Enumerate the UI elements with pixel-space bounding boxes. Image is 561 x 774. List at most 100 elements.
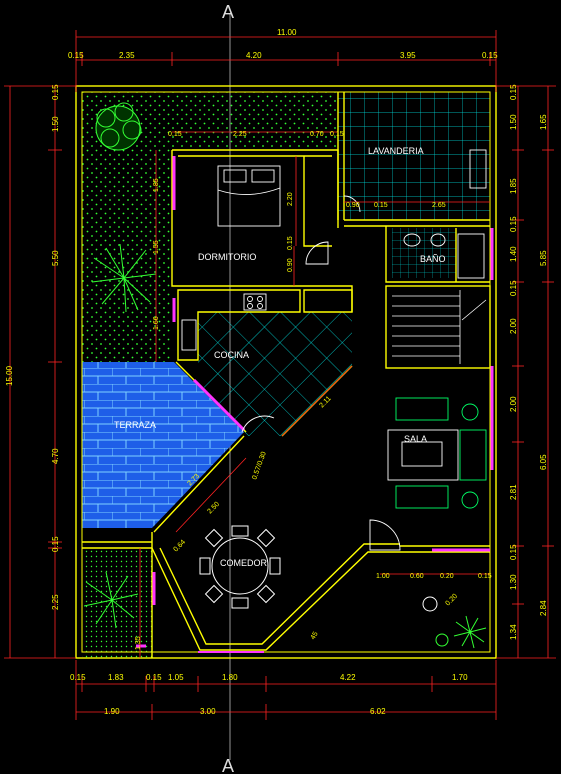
- idim-090: 0.90: [346, 202, 360, 209]
- idim-070: 0.70: [310, 131, 324, 138]
- stair: [392, 290, 487, 364]
- idim-vert-a: 1.85: [153, 178, 160, 192]
- top-dim-3: 3.95: [400, 51, 416, 60]
- bottom-dim2-2: 6.02: [370, 707, 386, 716]
- left-dim-4: 0.15: [51, 536, 60, 552]
- idim-015a: 0.15: [168, 131, 182, 138]
- idim-015b: 0.15: [330, 131, 344, 138]
- idim-vert-b: 1.55: [153, 240, 160, 254]
- lavanderia-grid: [338, 92, 490, 220]
- idim-220: 2.20: [287, 192, 294, 206]
- entry-column: [422, 596, 438, 612]
- palm-plant-icon: [91, 243, 157, 313]
- top-dim-1: 2.35: [119, 51, 135, 60]
- idim-100: 1.00: [376, 573, 390, 580]
- idim-257: 0.57/0.30: [251, 451, 268, 481]
- left-dim-1: 1.50: [51, 116, 60, 132]
- idim-265: 2.65: [432, 202, 446, 209]
- plant-icons: [83, 102, 487, 649]
- cocina-diagonal-tiles: [198, 312, 352, 436]
- right-outer-0: 1.65: [539, 114, 548, 130]
- left-dimension-labels: 15.00 0.15 1.50 5.50 4.70 0.15 2.25: [5, 84, 60, 610]
- bottom-dim-1: 1.83: [108, 673, 124, 682]
- room-terraza: TERRAZA: [114, 420, 156, 430]
- idim-225: 2.25: [233, 131, 247, 138]
- room-cocina: COCINA: [214, 350, 249, 360]
- dining-table: [199, 525, 281, 609]
- door-swings: [241, 195, 401, 551]
- bano-grid: [392, 228, 456, 278]
- bottom-dim-3: 1.05: [168, 673, 184, 682]
- living-furniture: [387, 397, 487, 509]
- kitchen-fixtures: [181, 149, 487, 351]
- left-dim-5: 2.25: [51, 594, 60, 610]
- flower-plant-icon: [453, 615, 487, 649]
- section-marker-top: A: [222, 2, 234, 22]
- bottom-dim2-0: 1.90: [104, 707, 120, 716]
- right-dim-7: 2.00: [509, 396, 518, 412]
- left-dim-2: 5.50: [51, 250, 60, 266]
- left-dim-3: 4.70: [51, 448, 60, 464]
- bottom-dim2-1: 3.00: [200, 707, 216, 716]
- terraza-brick: [82, 362, 244, 528]
- bottom-dim-2: 0.15: [146, 673, 162, 682]
- idim-015c: 0.15: [374, 202, 388, 209]
- bath-fixtures: [403, 233, 485, 279]
- openings: [136, 156, 494, 653]
- idim-015d: 0.15: [478, 573, 492, 580]
- right-dim-8: 2.81: [509, 484, 518, 500]
- idim-angle: 45: [310, 631, 320, 641]
- right-outer-1: 5.85: [539, 250, 548, 266]
- idim-135: 1.35: [135, 636, 142, 650]
- bottom-dim-0: 0.15: [70, 673, 86, 682]
- right-outer-2: 6.05: [539, 454, 548, 470]
- bottom-dim-4: 1.80: [222, 673, 238, 682]
- right-dim-6: 2.00: [509, 318, 518, 334]
- dimension-lines: [4, 30, 556, 720]
- right-dim-1: 1.50: [509, 114, 518, 130]
- bed: [217, 165, 281, 227]
- right-outer-3: 2.84: [539, 600, 548, 616]
- palm-plant-icon-2: [83, 571, 139, 629]
- garden-dotted-area-left: [82, 150, 172, 362]
- top-dim-2: 4.20: [246, 51, 262, 60]
- walls: [75, 85, 497, 659]
- right-dimension-labels: 0.15 1.50 1.85 0.15 1.40 0.15 2.00 2.00 …: [509, 84, 548, 640]
- right-dim-2: 1.85: [509, 178, 518, 194]
- small-plant-icon: [435, 633, 449, 647]
- room-bano: BAÑO: [420, 254, 446, 264]
- room-sala: SALA: [404, 434, 427, 444]
- left-dim-0: 0.15: [51, 84, 60, 100]
- right-dim-9: 0.15: [509, 544, 518, 560]
- dimension-labels: 11.00 0.15 2.35 4.20 3.95 0.15 0.15 1.83…: [68, 28, 498, 716]
- right-dim-11: 1.34: [509, 624, 518, 640]
- idim-015v: 0.15: [287, 236, 294, 250]
- idim-090v: 0.90: [287, 258, 294, 272]
- idim-064: 0.64: [172, 539, 187, 554]
- right-dim-5: 0.15: [509, 280, 518, 296]
- idim-vert-c: 1.66: [153, 316, 160, 330]
- top-dim-0: 0.15: [68, 51, 84, 60]
- right-dim-3: 0.15: [509, 216, 518, 232]
- idim-020: 0.20: [440, 573, 454, 580]
- room-labels: LAVANDERIA DORMITORIO BAÑO COCINA TERRAZ…: [114, 146, 446, 568]
- idim-020b: 0.20: [444, 593, 459, 608]
- right-dim-0: 0.15: [509, 84, 518, 100]
- room-dormitorio: DORMITORIO: [198, 252, 256, 262]
- bottom-dim-6: 1.70: [452, 673, 468, 682]
- top-dim-4: 0.15: [482, 51, 498, 60]
- right-dim-4: 1.40: [509, 246, 518, 262]
- floor-finishes: [82, 92, 490, 658]
- idim-250: 2.50: [206, 501, 221, 516]
- right-dim-10: 1.30: [509, 574, 518, 590]
- room-comedor: COMEDOR: [220, 558, 268, 568]
- room-lavanderia: LAVANDERIA: [368, 146, 424, 156]
- overall-height-label: 15.00: [5, 365, 14, 386]
- overall-width-label: 11.00: [277, 28, 297, 37]
- tree-icon: [95, 102, 142, 151]
- section-marker-bottom: A: [222, 756, 234, 774]
- idim-060: 0.60: [410, 573, 424, 580]
- outer-wall: [75, 85, 497, 659]
- bottom-dim-5: 4.22: [340, 673, 356, 682]
